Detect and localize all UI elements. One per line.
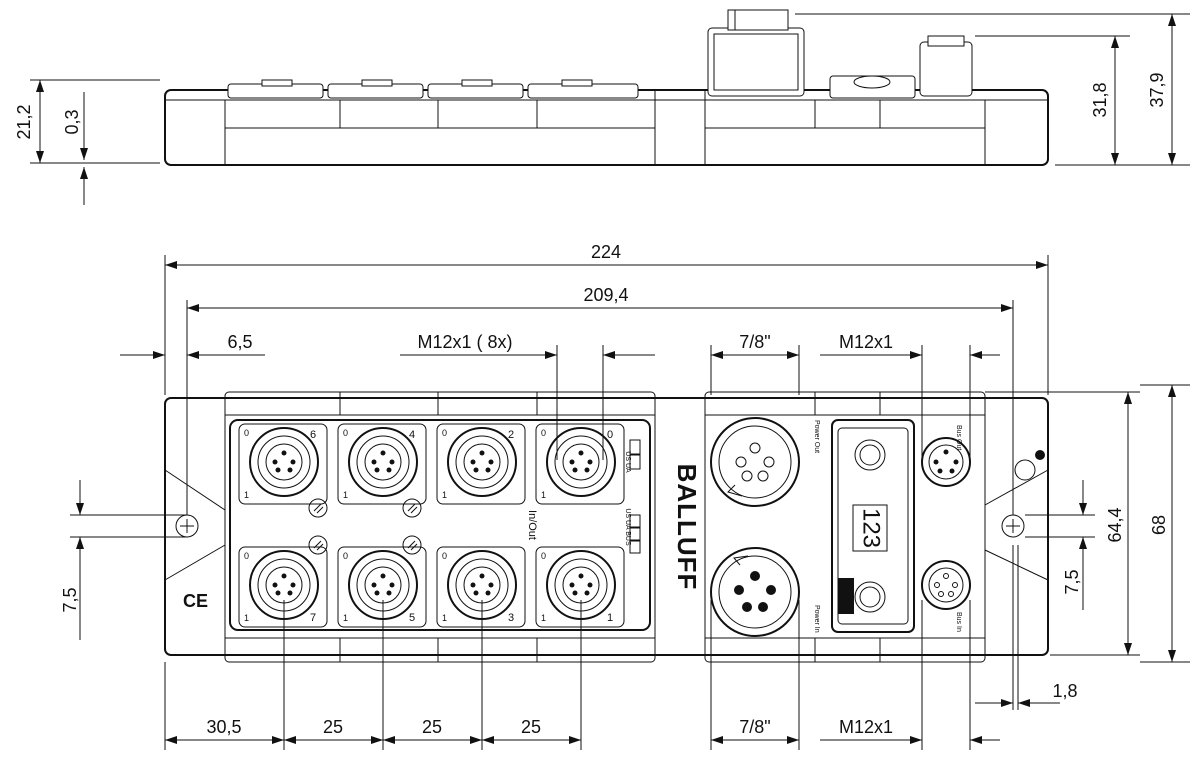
io-ports: 0 1 6 0 1 4 0 1 2 0 1 0 0 1 7 0 1 5 0 1 3 0 1 1 bbox=[238, 423, 625, 628]
pin-label-1: 1 bbox=[442, 490, 447, 500]
key-coding-icon bbox=[308, 535, 328, 555]
brand-logo: BALLUFF bbox=[672, 464, 702, 591]
dim-width-total: 68 bbox=[1149, 515, 1169, 535]
dim-bottom-bus: M12x1 bbox=[839, 717, 893, 737]
io-port-1[interactable]: 0 1 1 bbox=[535, 546, 625, 628]
rotary-switch-bottom[interactable] bbox=[854, 581, 886, 613]
power-out-connector[interactable] bbox=[710, 417, 800, 507]
dim-hole-offset: 6,5 bbox=[227, 332, 252, 352]
dim-pitch-1: 25 bbox=[323, 717, 343, 737]
power-in-connector[interactable] bbox=[710, 547, 800, 637]
dim-pitch-3: 25 bbox=[521, 717, 541, 737]
dim-offset-bottom: 0,3 bbox=[62, 109, 82, 134]
side-view-bus-connector bbox=[919, 35, 973, 97]
port-number: 6 bbox=[310, 429, 316, 441]
ce-mark: CE bbox=[183, 591, 208, 611]
dim-power-connector: 7/8" bbox=[739, 332, 770, 352]
io-port-5[interactable]: 0 1 5 bbox=[337, 546, 427, 628]
rotary-switch-top[interactable] bbox=[854, 439, 886, 471]
dim-hole-spacing: 209,4 bbox=[583, 285, 628, 305]
io-panel bbox=[229, 419, 651, 631]
dim-bottom-power: 7/8" bbox=[739, 717, 770, 737]
port-number: 4 bbox=[409, 429, 415, 441]
pin-label-1: 1 bbox=[343, 490, 348, 500]
pin-label-0: 0 bbox=[343, 428, 348, 438]
top-view-dimensions: 224 209,4 6,5 M12x1 ( 8x) bbox=[60, 242, 1190, 750]
key-coding-icon bbox=[308, 498, 328, 518]
side-view-display-housing bbox=[829, 75, 916, 99]
dim-hole-slot: 7,5 bbox=[1062, 569, 1082, 594]
right-mounting-hole[interactable] bbox=[1001, 514, 1025, 538]
io-label: In/Out bbox=[526, 510, 538, 540]
led-indicators: US UA US UA BUS bbox=[624, 439, 641, 554]
port-number: 0 bbox=[607, 429, 613, 441]
dim-overall-length: 224 bbox=[591, 242, 621, 262]
ground-symbol bbox=[1014, 450, 1045, 481]
dim-width-inner: 64,4 bbox=[1105, 507, 1125, 542]
port-number: 1 bbox=[607, 612, 613, 624]
bus-out-connector[interactable] bbox=[921, 437, 971, 487]
dim-pitch-2: 25 bbox=[422, 717, 442, 737]
pin-label-1: 1 bbox=[541, 490, 546, 500]
left-mounting-hole[interactable] bbox=[175, 514, 199, 538]
side-view-dimensions: 21,2 0,3 31,8 37,9 bbox=[14, 13, 1190, 205]
power-out-label: Power Out bbox=[813, 420, 820, 453]
side-view: 21,2 0,3 31,8 37,9 bbox=[14, 9, 1190, 205]
port-number: 7 bbox=[310, 612, 316, 624]
key-coding-icon bbox=[402, 535, 422, 555]
io-port-2[interactable]: 0 1 2 bbox=[436, 423, 526, 505]
pin-label-0: 0 bbox=[343, 551, 348, 561]
dim-hole-diameter: 7,5 bbox=[60, 587, 80, 612]
balluff-small-logo bbox=[838, 578, 854, 614]
key-coding-icon bbox=[402, 498, 422, 518]
power-in-label: Power In bbox=[813, 605, 820, 633]
dim-height-total: 37,9 bbox=[1147, 72, 1167, 107]
side-view-power-connector bbox=[707, 9, 805, 97]
dim-end-offset: 1,8 bbox=[1052, 681, 1077, 701]
dim-bus-connector: M12x1 bbox=[839, 332, 893, 352]
port-number: 2 bbox=[508, 429, 514, 441]
led-label-us-ua-bus: US UA BUS bbox=[624, 508, 631, 546]
dim-first-pitch: 30,5 bbox=[206, 717, 241, 737]
display-window bbox=[852, 504, 888, 552]
io-port-0[interactable]: 0 1 0 bbox=[535, 423, 625, 505]
side-view-m12-caps bbox=[227, 79, 639, 99]
port-number: 3 bbox=[508, 612, 514, 624]
port-number: 5 bbox=[409, 612, 415, 624]
pin-label-0: 0 bbox=[541, 551, 546, 561]
left-mounting-ear bbox=[164, 469, 226, 581]
led-label-us-ua: US UA bbox=[624, 451, 631, 473]
top-view: CE 0 1 6 0 1 4 0 1 2 0 1 0 0 1 7 0 1 5 0 1 3 0 1 1 US UA US UA … bbox=[60, 242, 1190, 750]
pin-label-0: 0 bbox=[244, 428, 249, 438]
display-value: 123 bbox=[858, 508, 885, 548]
bus-out-label: Bus Out bbox=[955, 425, 962, 450]
io-port-6[interactable]: 0 1 6 bbox=[238, 423, 328, 505]
pin-label-1: 1 bbox=[343, 613, 348, 623]
io-port-4[interactable]: 0 1 4 bbox=[337, 423, 427, 505]
right-mounting-ear bbox=[984, 469, 1049, 581]
io-port-7[interactable]: 0 1 7 bbox=[238, 546, 328, 628]
pin-label-1: 1 bbox=[244, 490, 249, 500]
pin-label-1: 1 bbox=[442, 613, 447, 623]
display-module: 123 bbox=[831, 419, 915, 633]
pin-label-0: 0 bbox=[442, 428, 447, 438]
pin-label-0: 0 bbox=[541, 428, 546, 438]
pin-label-1: 1 bbox=[541, 613, 546, 623]
bus-in-connector[interactable] bbox=[921, 560, 971, 610]
pin-label-1: 1 bbox=[244, 613, 249, 623]
bus-in-label: Bus In bbox=[955, 612, 962, 632]
pin-label-0: 0 bbox=[442, 551, 447, 561]
io-port-3[interactable]: 0 1 3 bbox=[436, 546, 526, 628]
dim-overall-height-left: 21,2 bbox=[14, 104, 34, 139]
dim-io-connector: M12x1 ( 8x) bbox=[417, 332, 512, 352]
dim-height-body: 31,8 bbox=[1090, 82, 1110, 117]
top-view-body bbox=[164, 397, 1049, 656]
pin-label-0: 0 bbox=[244, 551, 249, 561]
